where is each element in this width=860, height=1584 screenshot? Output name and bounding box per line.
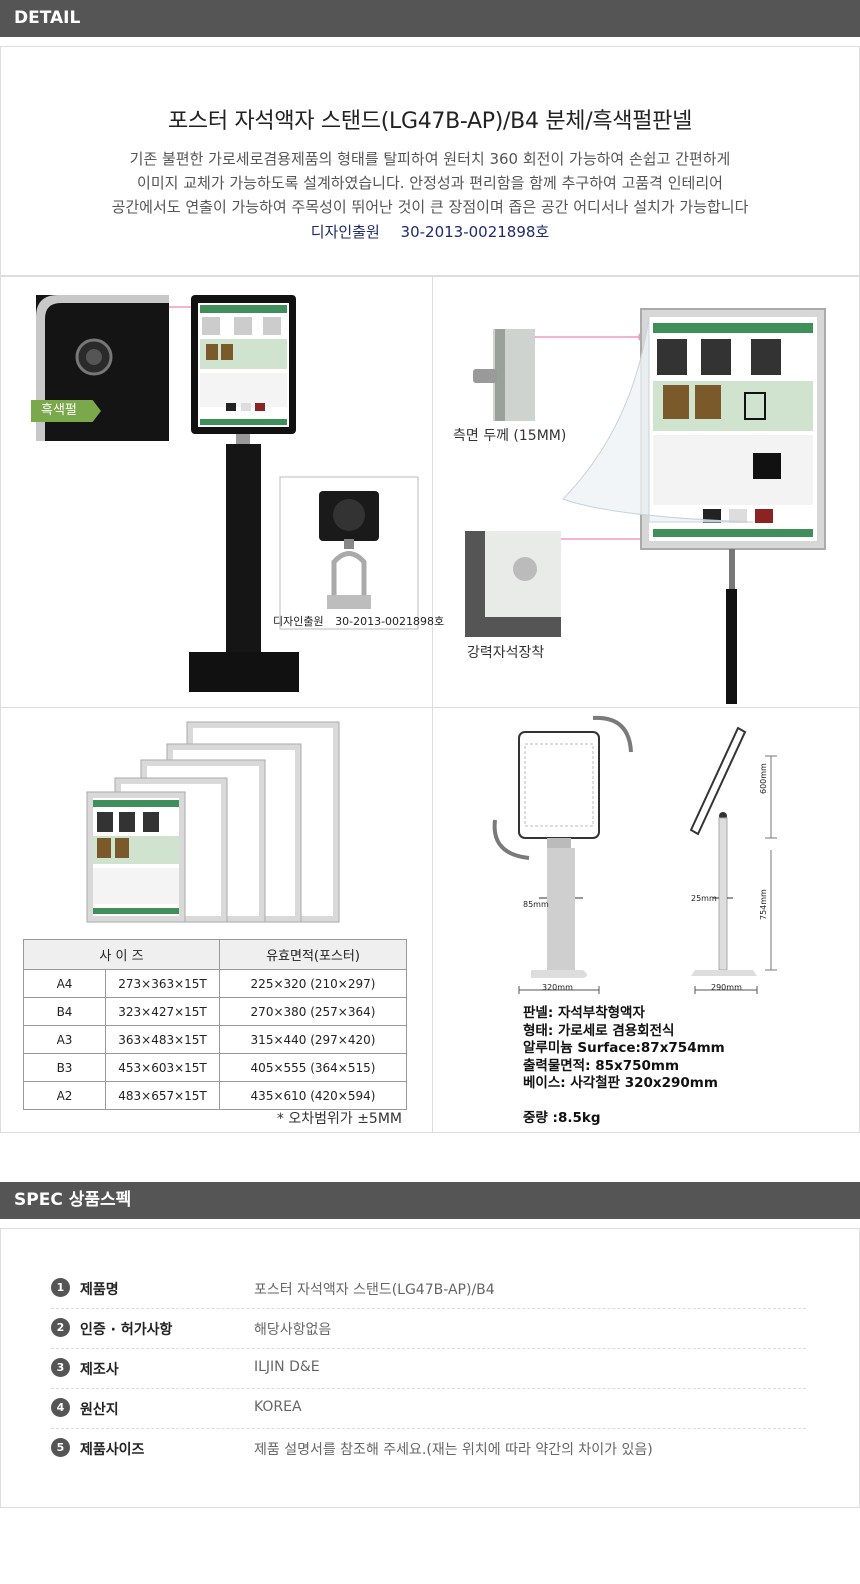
rotation-diagram	[492, 715, 777, 994]
frame-sizes-illustration	[86, 721, 340, 923]
spec-line: 출력물면적: 85x750mm	[523, 1057, 680, 1074]
spec-key: 인증 · 허가사항	[80, 1322, 173, 1338]
dims-cell: 453×603×15T	[105, 1053, 220, 1082]
spec-spacer	[523, 1093, 725, 1111]
dims-cell: 273×363×15T	[105, 969, 220, 998]
registration-label: 디자인출원	[310, 223, 380, 241]
row-number: 3	[51, 1358, 70, 1377]
dims-cell: 363×483×15T	[105, 1025, 220, 1054]
spec-key: 제품사이즈	[80, 1442, 145, 1458]
spec-line: 중량 :8.5kg	[523, 1110, 601, 1126]
spec-value: 제품 설명서를 참조해 주세요.(재는 위치에 따라 약간의 차이가 있음)	[254, 1442, 653, 1458]
size-table: 사 이 즈 유효면적(포스터) A4 273×363×15T 225×320 (…	[23, 939, 407, 1110]
size-cell: A2	[23, 1081, 106, 1110]
table-row: B4 323×427×15T 270×380 (257×364)	[23, 997, 407, 1026]
panel-height-label: 600mm	[759, 763, 768, 794]
registration-number: 30-2013-0021898호	[335, 615, 445, 628]
spec-key: 제조사	[80, 1362, 119, 1378]
table-row: A3 363×483×15T 315×440 (297×420)	[23, 1025, 407, 1054]
spec-row: 2 인증 · 허가사항 해당사항없음	[51, 1309, 806, 1349]
size-cell: A3	[23, 1025, 106, 1054]
detail-section-bar: DETAIL	[0, 0, 860, 37]
spec-section-bar: SPEC 상품스펙	[0, 1182, 860, 1219]
base-width-label: 320mm	[542, 983, 573, 992]
row-number: 1	[51, 1278, 70, 1297]
size-cell: A4	[23, 969, 106, 998]
dims-cell: 483×657×15T	[105, 1081, 220, 1110]
spec-line: 베이스: 사각철판 320x290mm	[523, 1075, 718, 1091]
spec-key: 원산지	[80, 1402, 119, 1418]
table-row: A2 483×657×15T 435×610 (420×594)	[23, 1081, 407, 1110]
spec-value: 포스터 자석액자 스탠드(LG47B-AP)/B4	[254, 1282, 495, 1298]
spec-row: 1 제품명 포스터 자석액자 스탠드(LG47B-AP)/B4	[51, 1269, 806, 1309]
design-registration: 디자인출원 30-2013-0021898호	[1, 221, 859, 242]
spec-title: SPEC 상품스펙	[14, 1190, 132, 1210]
spec-value: 해당사항없음	[254, 1322, 332, 1338]
table-row: A4 273×363×15T 225×320 (210×297)	[23, 969, 407, 998]
panel-rotation-spec: 85mm 320mm 25mm 290mm 600mm 754mm 판넬: 자석…	[433, 708, 859, 1132]
tolerance-note: * 오차범위가 ±5MM	[276, 1111, 402, 1127]
spec-value: KOREA	[254, 1399, 302, 1415]
description-line: 공간에서도 연출이 가능하여 주목성이 뛰어난 것이 큰 장점이며 좁은 공간 …	[111, 198, 749, 216]
stand-spec-list: 판넬: 자석부착형액자 형태: 가로세로 겸용회전식 알루미늄 Surface:…	[523, 1005, 725, 1128]
product-title: 포스터 자석액자 스탠드(LG47B-AP)/B4 분체/흑색펄판넬	[167, 109, 693, 134]
black-pearl-tag: 흑색펄	[31, 400, 101, 422]
spec-line: 판넬: 자석부착형액자	[523, 1005, 645, 1021]
magnetic-frame-illustration	[465, 308, 826, 704]
registration-number: 30-2013-0021898호	[400, 223, 550, 241]
area-cell: 405×555 (364×515)	[219, 1053, 407, 1082]
panel-stand-closeup: 흑색펄 디자인출원 30-2013-0021898호	[1, 277, 444, 708]
dims-cell: 323×427×15T	[105, 997, 220, 1026]
panel-size-table: 사 이 즈 유효면적(포스터) A4 273×363×15T 225×320 (…	[1, 708, 433, 1132]
spec-value: ILJIN D&E	[254, 1359, 320, 1375]
description-line: 이미지 교체가 가능하도록 설계하였습니다. 안정성과 편리함을 함께 추구하여…	[137, 174, 723, 192]
area-cell: 435×610 (420×594)	[219, 1081, 407, 1110]
registration-label: 디자인출원	[273, 615, 324, 628]
spec-key: 제품명	[80, 1282, 119, 1298]
side-thickness-label: 측면 두께 (15MM)	[453, 428, 567, 444]
area-column-header: 유효면적(포스터)	[219, 939, 407, 970]
row-number: 2	[51, 1318, 70, 1337]
area-cell: 315×440 (297×420)	[219, 1025, 407, 1054]
intro-box: 포스터 자석액자 스탠드(LG47B-AP)/B4 분체/흑색펄판넬 기존 불편…	[0, 46, 860, 276]
pole-height-label: 754mm	[759, 889, 768, 920]
spec-row: 5 제품사이즈 제품 설명서를 참조해 주세요.(재는 위치에 따라 약간의 차…	[51, 1429, 806, 1469]
size-table-header: 사 이 즈 유효면적(포스터)	[23, 939, 407, 970]
size-cell: B4	[23, 997, 106, 1026]
panel-magnetic-frame: 측면 두께 (15MM) 강력자석장착	[433, 277, 859, 708]
spec-row: 3 제조사 ILJIN D&E	[51, 1349, 806, 1389]
stand-illustration	[36, 295, 419, 692]
table-row: B3 453×603×15T 405×555 (364×515)	[23, 1053, 407, 1082]
spec-line: 형태: 가로세로 겸용회전식	[523, 1022, 675, 1039]
detail-title: DETAIL	[14, 8, 81, 28]
row-number: 5	[51, 1438, 70, 1457]
spec-line: 알루미늄 Surface:87x754mm	[523, 1040, 725, 1056]
pole-width-label: 85mm	[523, 900, 549, 909]
detail-image-grid: 흑색펄 디자인출원 30-2013-0021898호	[0, 276, 860, 1133]
row-number: 4	[51, 1398, 70, 1417]
description-line: 기존 불편한 가로세로겸용제품의 형태를 탈피하여 원터치 360 회전이 가능…	[129, 150, 731, 168]
spec-box: 1 제품명 포스터 자석액자 스탠드(LG47B-AP)/B4 2 인증 · 허…	[0, 1228, 860, 1508]
base-depth-label: 290mm	[711, 983, 742, 992]
magnet-label: 강력자석장착	[467, 645, 545, 661]
spec-row: 4 원산지 KOREA	[51, 1389, 806, 1429]
size-cell: B3	[23, 1053, 106, 1082]
product-description: 기존 불편한 가로세로겸용제품의 형태를 탈피하여 원터치 360 회전이 가능…	[1, 147, 859, 219]
size-column-header: 사 이 즈	[23, 939, 220, 970]
area-cell: 270×380 (257×364)	[219, 997, 407, 1026]
side-pole-label: 25mm	[691, 894, 717, 903]
registration-caption: 디자인출원 30-2013-0021898호	[273, 613, 444, 629]
area-cell: 225×320 (210×297)	[219, 969, 407, 998]
